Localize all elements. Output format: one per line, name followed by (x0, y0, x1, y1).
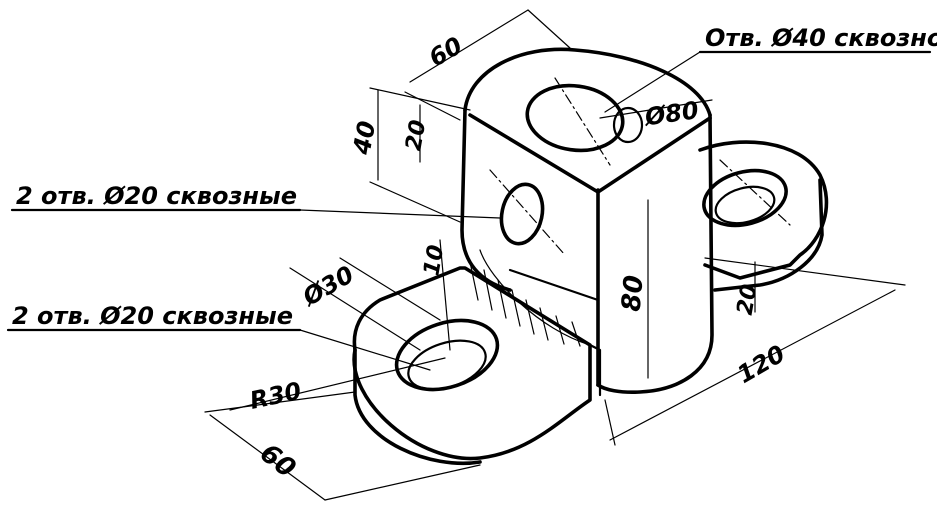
dim-dia-30: Ø30 (296, 260, 358, 312)
dim-80-height: 80 (617, 274, 650, 313)
dim-10: 10 (419, 243, 449, 278)
dim-r30: R30 (247, 377, 304, 415)
dim-60-top: 60 (424, 31, 467, 72)
dim-40: 40 (348, 119, 382, 158)
base-plate-back (698, 140, 829, 292)
base-plate-front (352, 266, 602, 465)
annotation-base-holes: 2 отв. Ø20 сквозные (12, 302, 293, 330)
top-hole (525, 83, 625, 153)
cylinder-body (460, 47, 791, 394)
base-hole-back (702, 168, 788, 228)
dim-120: 120 (733, 340, 790, 389)
dim-20-left: 20 (401, 118, 431, 153)
annotations: Отв. Ø40 сквозное 2 отв. Ø20 сквозные 2 … (6, 24, 937, 371)
side-hole (499, 182, 545, 246)
dim-dia-80: Ø80 (641, 96, 700, 131)
annotation-side-holes: 2 отв. Ø20 сквозные (16, 182, 297, 210)
annotation-top-hole: Отв. Ø40 сквозное (705, 24, 937, 52)
top-hole-inner (612, 106, 644, 144)
dim-20-right: 20 (733, 282, 763, 317)
